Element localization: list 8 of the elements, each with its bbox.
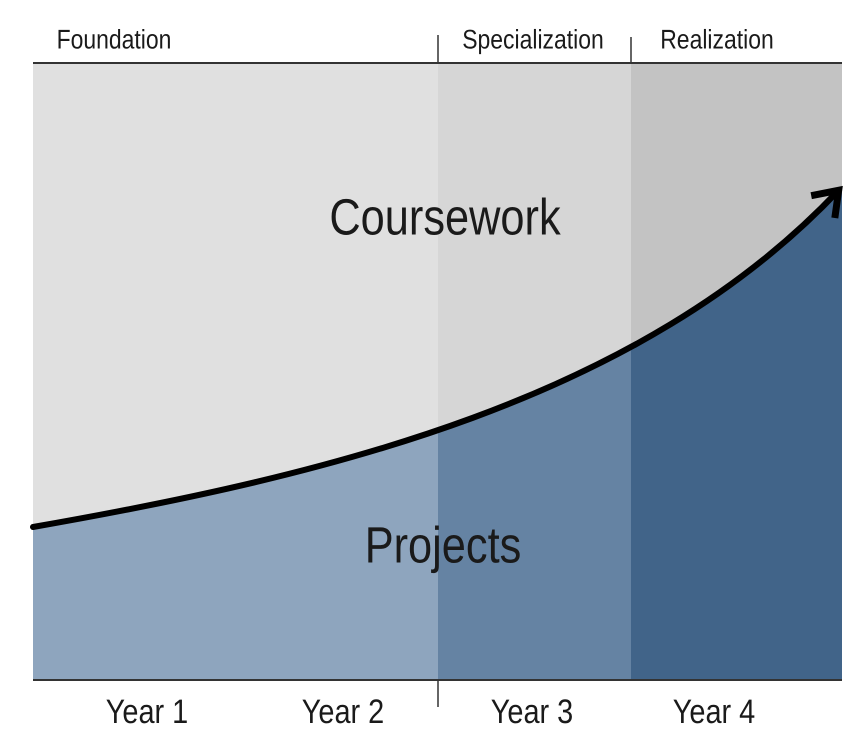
year-label: Year 4: [672, 695, 756, 729]
region-label: Coursework: [329, 192, 561, 242]
phase-label: Specialization: [462, 26, 604, 54]
year-label: Year 3: [490, 695, 574, 729]
year-label: Year 1: [106, 695, 188, 729]
phase-label: Realization: [660, 26, 774, 54]
year-label: Year 2: [302, 695, 384, 729]
phase-label: Foundation: [56, 26, 172, 54]
